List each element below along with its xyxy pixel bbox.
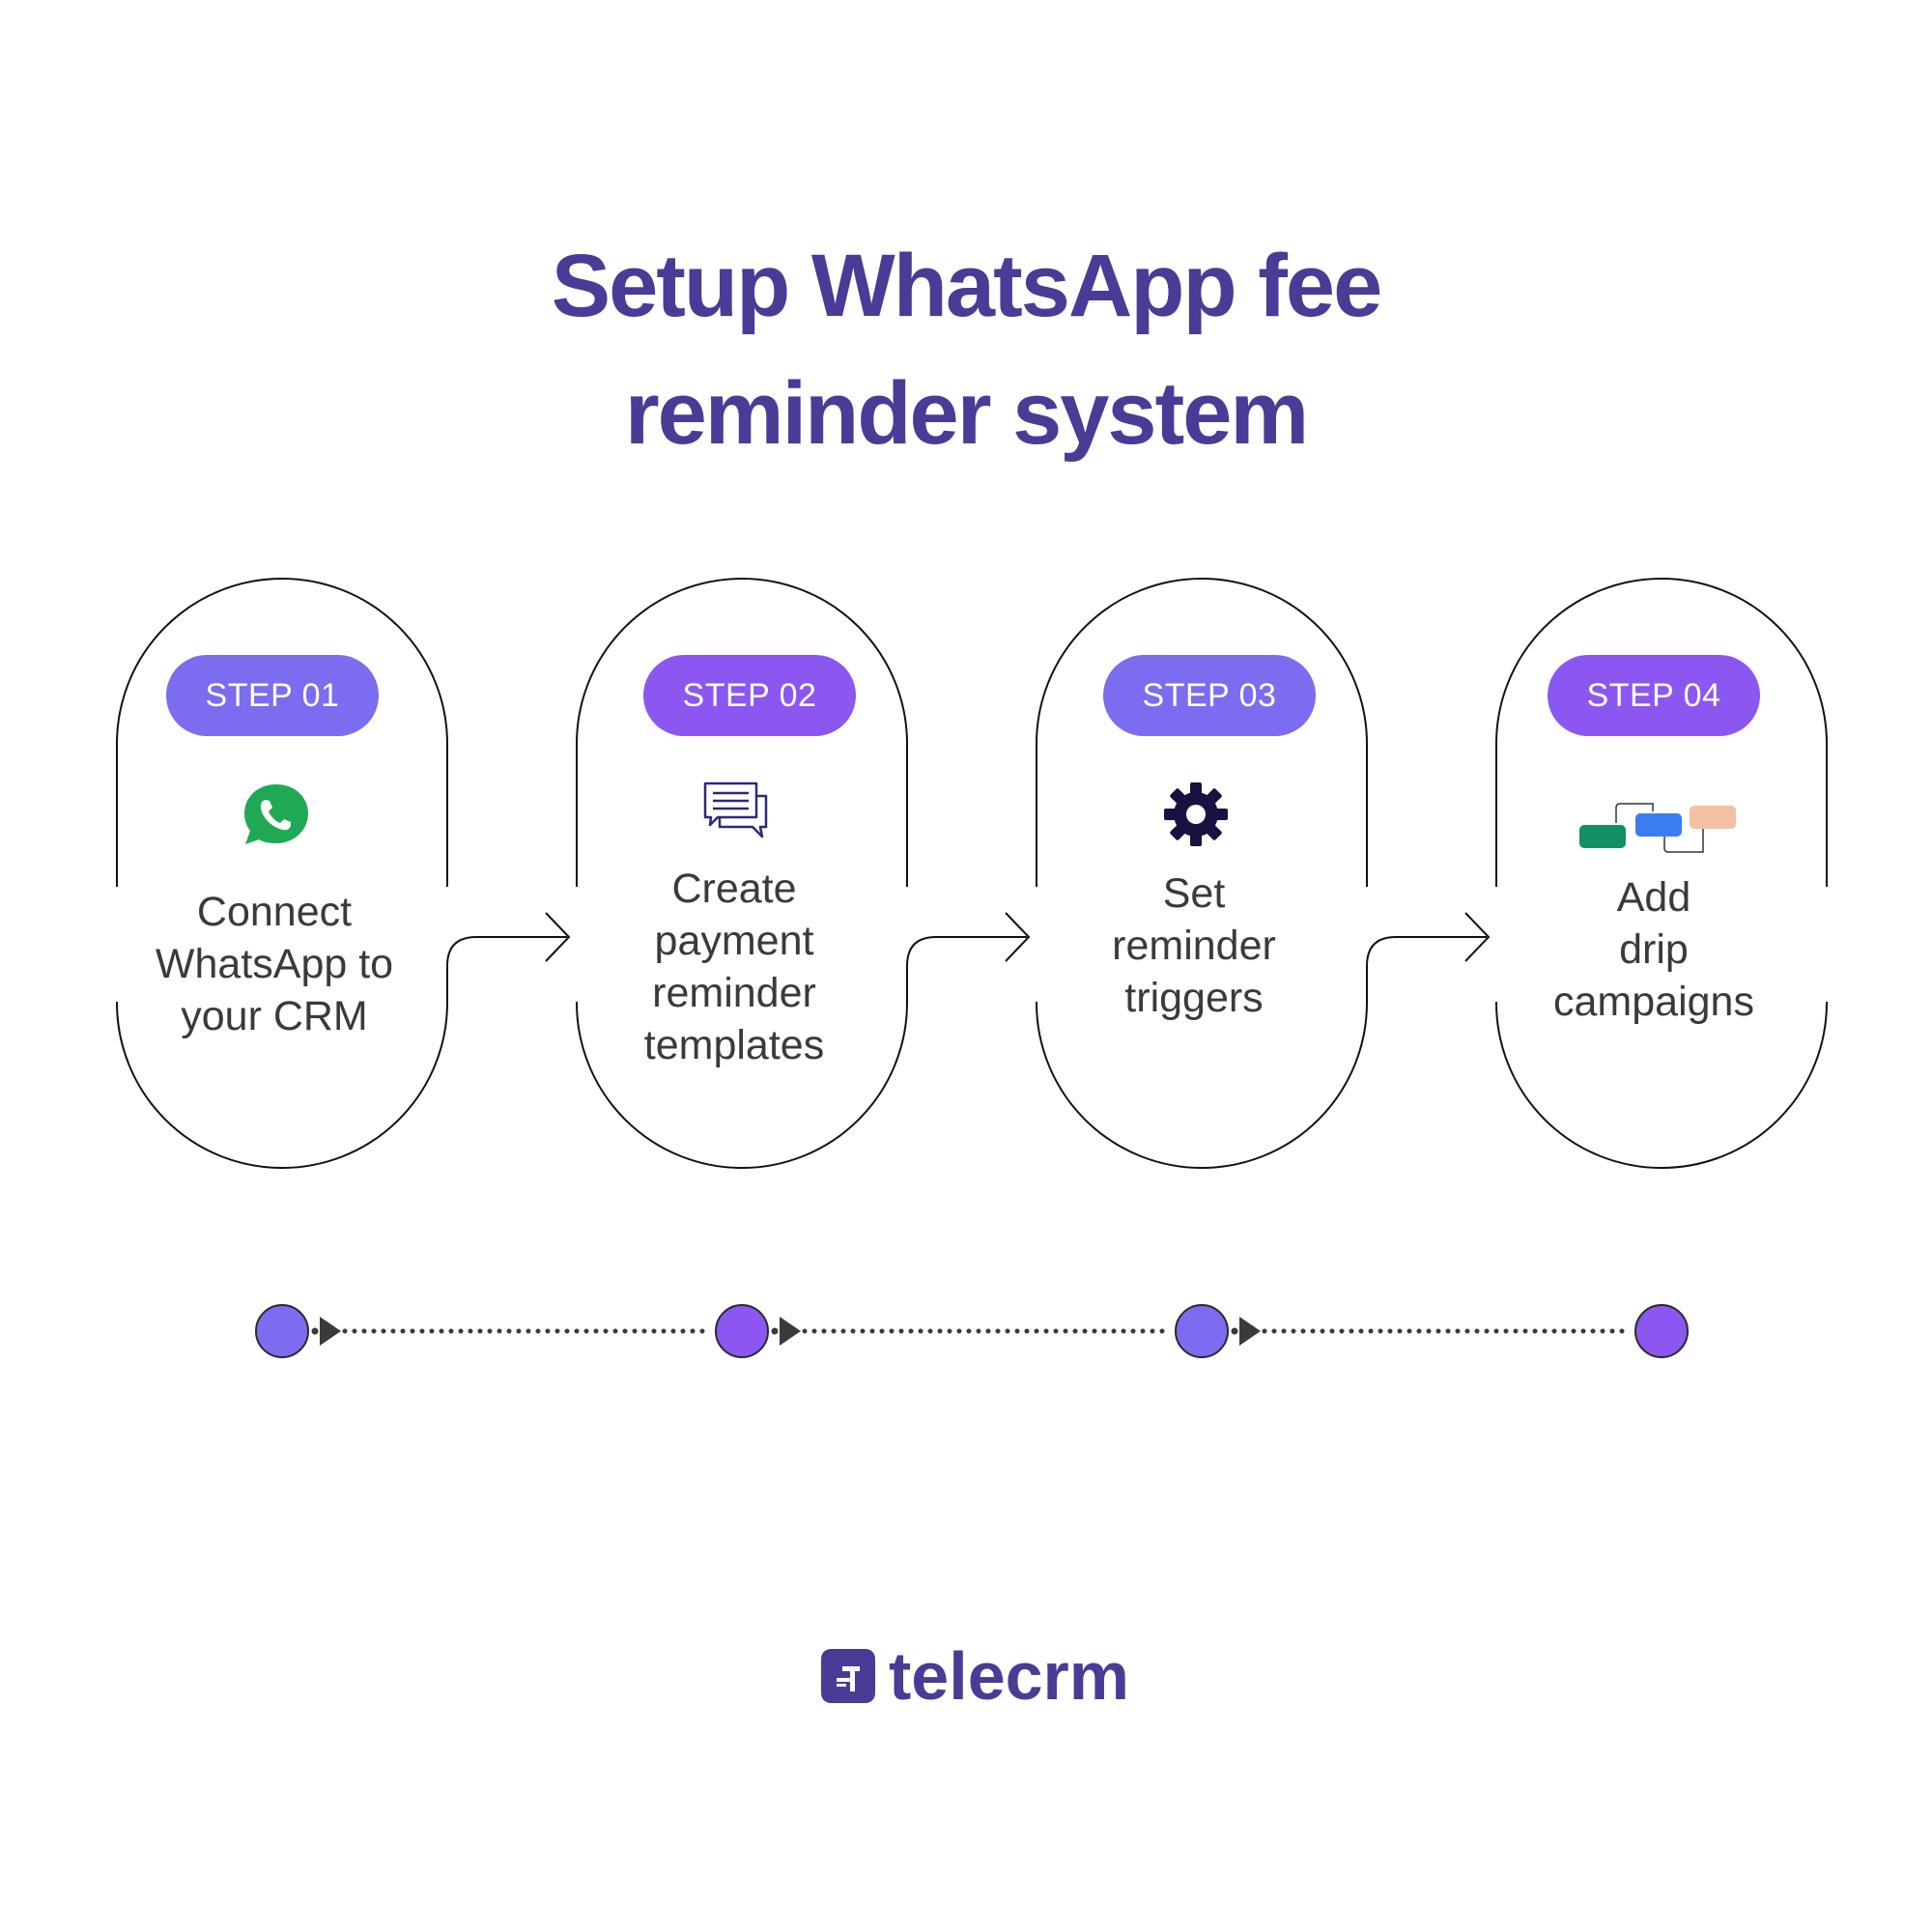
chat-bubbles-icon [703, 781, 768, 838]
capsule-top-1 [116, 578, 448, 887]
connector-line-1 [446, 936, 567, 1002]
capsule-top-2 [576, 578, 908, 887]
drip-node-green [1579, 825, 1626, 848]
step-2-line-3: reminder [652, 970, 816, 1016]
timeline-arrowhead-3 [1239, 1317, 1261, 1346]
step-2-line-1: Create [671, 866, 797, 912]
step-description-2: Create payment reminder templates [560, 863, 908, 1071]
connector-line-3 [1366, 936, 1487, 1002]
step-badge-1: STEP 01 [166, 655, 379, 736]
capsule-bottom-2 [576, 1002, 908, 1169]
step-description-3: Set reminder triggers [1020, 867, 1368, 1024]
capsule-bottom-1 [116, 1002, 448, 1169]
title-line-2: reminder system [624, 364, 1309, 463]
timeline-node-3 [1175, 1304, 1229, 1358]
step-2-line-2: payment [654, 918, 814, 964]
whatsapp-phone [260, 800, 291, 831]
drip-node-peach [1690, 806, 1736, 829]
step-4-line-1: Add [1616, 874, 1691, 921]
step-3-line-1: Set [1162, 870, 1226, 917]
drip-link-1 [1615, 803, 1654, 823]
connector-line-2 [906, 936, 1027, 1002]
step-badge-4: STEP 04 [1548, 655, 1760, 736]
timeline-node-4 [1634, 1304, 1689, 1358]
timeline-dot-small-3 [1231, 1327, 1238, 1335]
timeline-arrowhead-1 [320, 1317, 341, 1346]
whatsapp-icon [244, 784, 308, 844]
drip-campaign-icon [1579, 803, 1736, 853]
brand-name: telecrm [889, 1638, 1130, 1714]
gear-icon [1164, 782, 1228, 846]
step-badge-3: STEP 03 [1103, 655, 1316, 736]
connector-arrow-3 [1464, 912, 1491, 962]
step-badge-2: STEP 02 [643, 655, 856, 736]
drip-link-2 [1663, 829, 1704, 853]
connector-arrow-1 [545, 912, 571, 962]
capsule-top-3 [1036, 578, 1368, 887]
connector-arrow-2 [1005, 912, 1031, 962]
step-description-4: Add drip campaigns [1480, 871, 1828, 1028]
capsule-bottom-3 [1036, 1002, 1368, 1169]
step-3-line-2: reminder [1112, 923, 1276, 969]
page-title: Setup WhatsApp fee reminder system [0, 222, 1932, 477]
timeline-node-2 [715, 1304, 769, 1358]
gear-hole [1186, 805, 1206, 824]
drip-node-blue [1635, 813, 1682, 837]
step-3-line-3: triggers [1124, 975, 1264, 1021]
step-1-line-2: WhatsApp to [155, 941, 394, 987]
step-2-line-4: templates [643, 1022, 825, 1068]
timeline-dot-small-2 [771, 1327, 779, 1335]
timeline-node-1 [255, 1304, 309, 1358]
step-1-line-1: Connect [196, 889, 353, 935]
brand-logo: telecrm [821, 1633, 1129, 1719]
timeline-arrowhead-2 [780, 1317, 801, 1346]
capsule-top-4 [1495, 578, 1828, 887]
timeline-dot-small-1 [311, 1327, 319, 1335]
capsule-bottom-4 [1495, 1002, 1828, 1169]
telecrm-logo-icon [821, 1649, 875, 1703]
step-4-line-3: campaigns [1553, 979, 1754, 1025]
title-line-1: Setup WhatsApp fee [551, 237, 1382, 335]
whatsapp-bubble [244, 784, 308, 844]
step-4-line-2: drip [1619, 926, 1689, 973]
step-1-line-3: your CRM [181, 993, 368, 1039]
